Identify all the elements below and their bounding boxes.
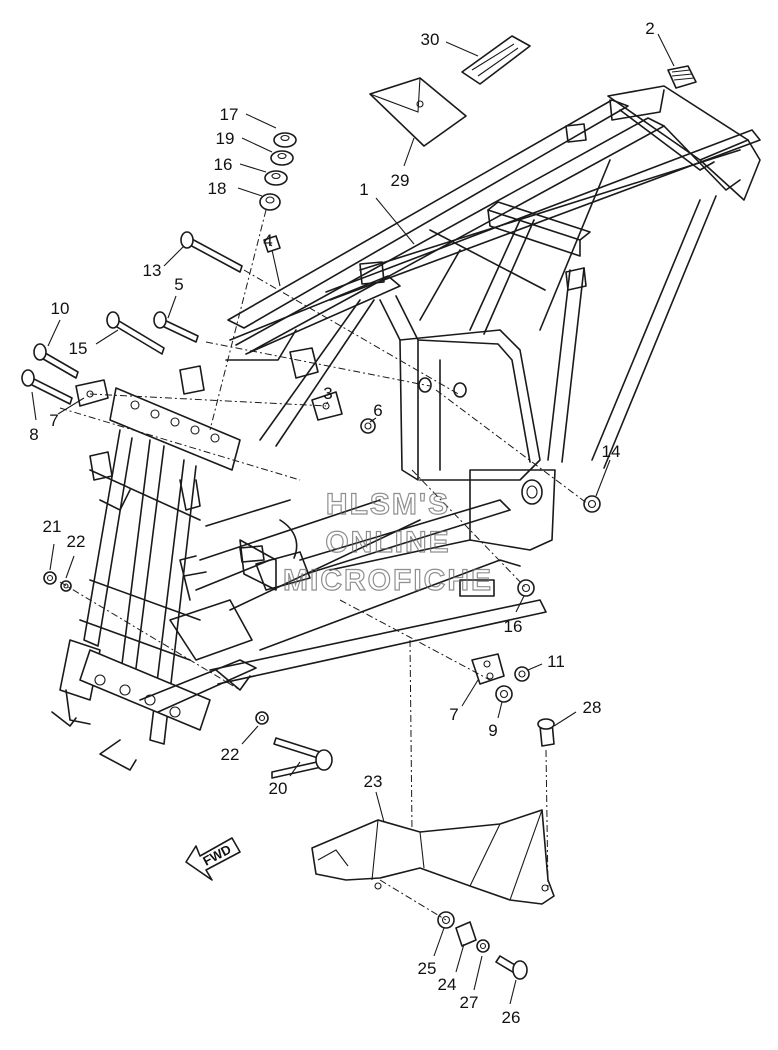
callout-28: 28	[583, 698, 602, 717]
part-29-pouch	[369, 77, 467, 147]
callout-27: 27	[460, 993, 479, 1012]
callout-13: 14	[602, 442, 621, 461]
callout-3: 3	[323, 384, 332, 403]
callout-30: 30	[421, 30, 440, 49]
callout-5: 5	[174, 275, 183, 294]
callout-16: 16	[214, 155, 233, 174]
callout-4: 4	[263, 231, 272, 250]
callout-12: 13	[143, 261, 162, 280]
callout-11: 11	[547, 652, 565, 671]
part-23-skid-plate	[311, 809, 555, 905]
callout-8: 8	[29, 425, 38, 444]
callout-21: 21	[43, 517, 62, 536]
callout-6: 6	[373, 401, 382, 420]
part-4-bolt	[263, 235, 281, 287]
callout-22-left: 22	[67, 532, 86, 551]
callout-9: 9	[488, 721, 497, 740]
callout-7-left: 7	[49, 411, 58, 430]
part-bolts	[21, 231, 333, 779]
callout-19: 19	[216, 129, 235, 148]
callout-24: 24	[438, 975, 457, 994]
part-26-28-bolts	[495, 718, 555, 980]
main-frame	[51, 85, 761, 771]
watermark-line-3: MICROFICHE	[283, 564, 493, 597]
part-2-cap	[667, 65, 697, 89]
callout-17: 17	[220, 105, 239, 124]
callout-14: 15	[69, 339, 88, 358]
part-nuts-washers	[43, 418, 601, 953]
callout-2: 2	[645, 19, 654, 38]
leader-lines	[31, 33, 675, 1005]
callout-1: 1	[359, 180, 368, 199]
callout-10: 10	[51, 299, 70, 318]
callout-29: 29	[391, 171, 410, 190]
watermark: HLSM'S ONLINE MICROFICHE	[282, 487, 493, 597]
watermark-line-1: HLSM'S	[326, 488, 450, 521]
callout-7-right: 7	[449, 705, 458, 724]
callout-26: 26	[502, 1008, 521, 1027]
part-bushings	[259, 132, 297, 211]
callout-15: 16	[504, 617, 523, 636]
callout-18: 18	[208, 179, 227, 198]
fwd-arrow: FWD	[185, 837, 241, 881]
callout-23: 23	[364, 772, 383, 791]
part-7-brackets	[75, 379, 505, 685]
alignment-lines	[59, 209, 589, 921]
callouts: 30 2 29 1 17 19 16 18 4 13 5 15 10 8 7 3…	[29, 19, 654, 1027]
callout-20: 20	[269, 779, 288, 798]
watermark-line-2: ONLINE	[325, 526, 450, 559]
callout-22-bottom: 22	[221, 745, 240, 764]
callout-25: 25	[418, 959, 437, 978]
part-30-clip	[461, 35, 531, 85]
